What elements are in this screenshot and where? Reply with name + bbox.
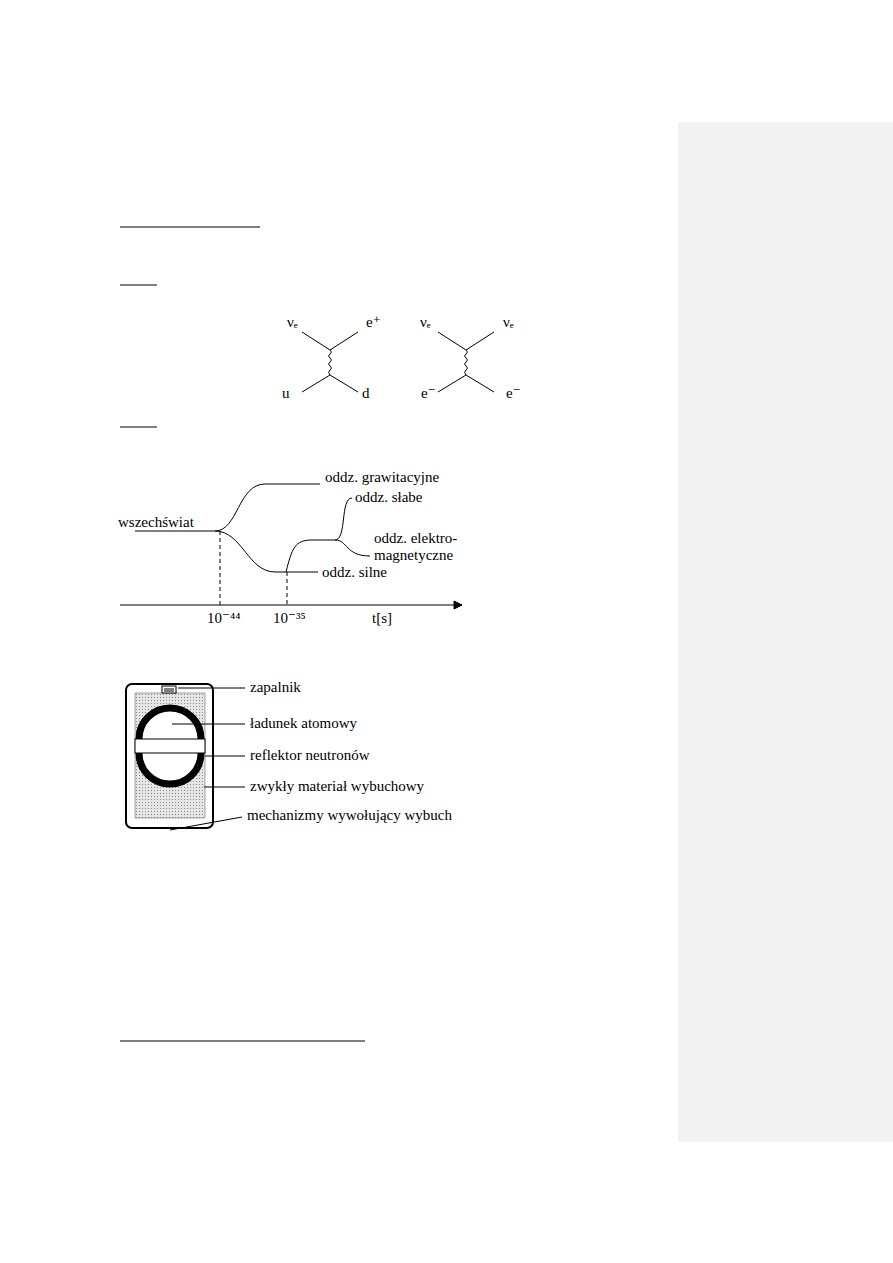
feynman-diagrams xyxy=(302,332,494,392)
label: zwykły materiał wybuchowy xyxy=(250,778,424,795)
label: d xyxy=(362,385,370,402)
label: oddz. słabe xyxy=(355,489,422,506)
label: 10⁻⁴⁴ xyxy=(207,610,240,627)
label: νₑ xyxy=(287,314,298,331)
label: 10⁻³⁵ xyxy=(273,610,306,627)
label: zapalnik xyxy=(250,679,301,696)
underlines xyxy=(120,227,365,1041)
label: t[s] xyxy=(372,610,392,627)
label: νₑ xyxy=(503,314,514,331)
label: e⁻ xyxy=(421,385,436,402)
label: oddz. grawitacyjne xyxy=(325,469,439,486)
bomb-drawing xyxy=(126,684,245,830)
force-split-chart xyxy=(120,484,462,609)
label: wszechświat xyxy=(118,514,194,531)
comment-pane xyxy=(678,122,893,1142)
label: u xyxy=(282,385,290,402)
leader-lines xyxy=(170,688,245,830)
label: reflektor neutronów xyxy=(250,747,370,764)
label: oddz. elektro- magnetyczne xyxy=(374,530,474,565)
label: νₑ xyxy=(420,314,431,331)
label: mechanizmy wywołujący wybuch xyxy=(247,807,452,824)
label: ładunek atomowy xyxy=(250,715,357,732)
label: e⁺ xyxy=(366,314,381,331)
label: oddz. silne xyxy=(322,564,387,581)
label: e⁻ xyxy=(506,385,521,402)
